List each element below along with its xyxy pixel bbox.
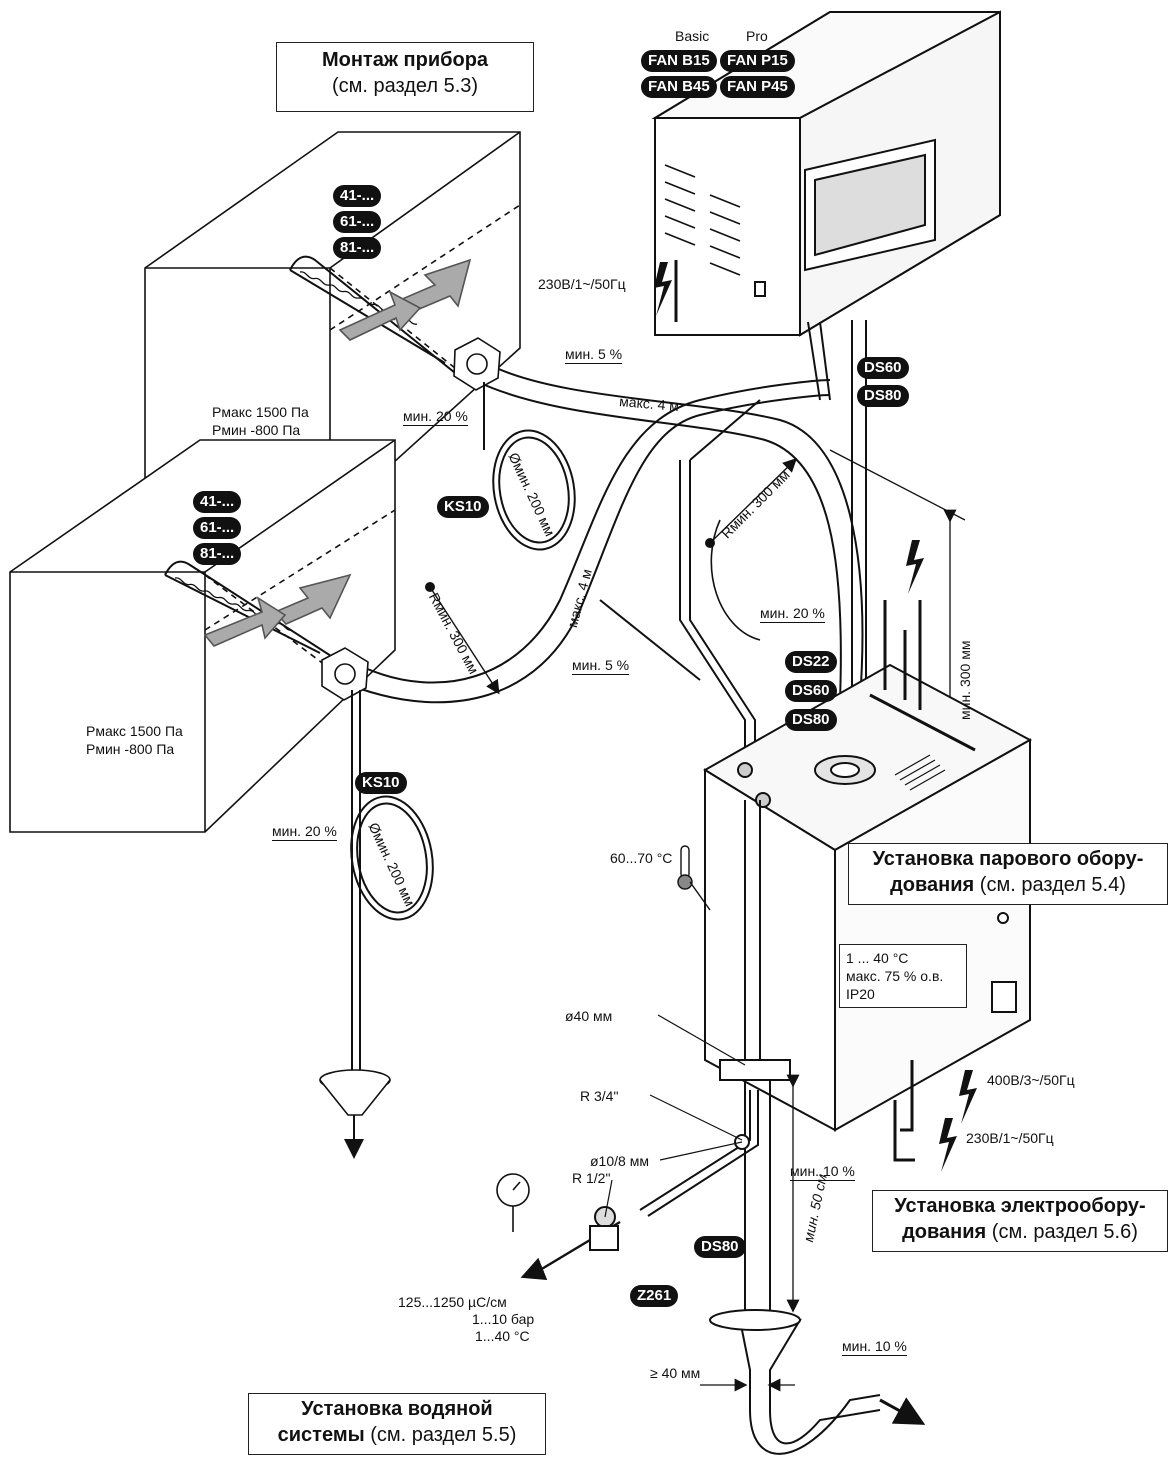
slope-lower-hose: мин. 5 % (572, 657, 630, 675)
pipe-label: ø10/8 мм (590, 1153, 649, 1169)
steam-callout: Установка парового обору- дования (см. р… (848, 843, 1168, 905)
thermometer-icon (677, 845, 711, 911)
duct-lower (9, 439, 396, 833)
drain-dimension (700, 1074, 800, 1392)
electrical-title-2: дования (902, 1221, 987, 1243)
slope-mid-plus: мин. 20 % (760, 605, 825, 623)
thread-34-label: R 3/4" (580, 1088, 619, 1104)
slope-upper-hose: мин. 5 % (565, 346, 623, 364)
mounting-title: Монтаж прибора (321, 49, 489, 71)
power-aux-label: 230В/1~/50Гц (966, 1130, 1054, 1146)
humidifier-power-cables (883, 540, 977, 1172)
nozzle-badge-41: 41-... (333, 185, 382, 207)
lightning-icon (906, 540, 924, 594)
fan-power-label: 230В/1~/50Гц (538, 276, 626, 292)
filter-valve-z261: Z261 (630, 1285, 679, 1307)
fan-power-cable (654, 260, 678, 322)
electrical-title-1: Установка электрообору- (894, 1195, 1146, 1217)
supply-pressure: 1...10 бар (472, 1311, 535, 1327)
water-title-2: системы (277, 1424, 365, 1446)
water-ref: (см. раздел 5.5) (364, 1424, 517, 1446)
steam-hose-ds80: DS80 (857, 385, 909, 407)
model-badge-fan-b15: FAN B15 (641, 50, 717, 72)
drain-hose-ds80: DS80 (694, 1236, 746, 1258)
drain-diameter-label: ø40 мм (565, 1008, 613, 1024)
steam-ref: (см. раздел 5.4) (974, 874, 1126, 896)
slope-siphon: мин. 10 % (842, 1338, 907, 1356)
supply-conductivity: 125...1250 µС/см (398, 1294, 507, 1310)
mounting-callout: Монтаж прибора (см. раздел 5.3) (276, 42, 534, 112)
slope-lower-condensate: мин. 20 % (272, 823, 337, 841)
hose-ds22: DS22 (785, 651, 837, 673)
water-title-1: Установка водяной (301, 1398, 493, 1420)
steam-title-2: дования (890, 874, 975, 896)
condensate-badge-lower: KS10 (355, 772, 407, 794)
supply-temperature: 1...40 °C (475, 1328, 530, 1344)
condensate-funnel-lower (319, 1069, 391, 1159)
lightning-icon (654, 262, 672, 316)
duct2-pmax: Pмакс 1500 Па (86, 723, 183, 739)
temperature-label: 60...70 °C (610, 850, 673, 866)
duct1-pmin: Pмин -800 Па (212, 422, 301, 438)
condensate-badge-upper: KS10 (437, 496, 489, 518)
electrical-callout: Установка электрообору- дования (см. раз… (872, 1190, 1168, 1252)
ambient-spec-box: 1 ... 40 °C макс. 75 % о.в. IP20 (839, 944, 967, 1008)
ambient-humidity: макс. 75 % о.в. (846, 968, 944, 984)
duct2-pmin: Pмин -800 Па (86, 741, 175, 757)
slope-drain: мин. 10 % (790, 1163, 855, 1181)
nozzle-badge-81-lower: 81-... (193, 543, 242, 565)
siphon-gap-label: ≥ 40 мм (650, 1365, 701, 1381)
fan-vent-slots (664, 164, 741, 276)
leader-lines (604, 1014, 746, 1218)
condensate-loop-upper (483, 382, 576, 551)
nozzle-badge-81: 81-... (333, 237, 382, 259)
steam-hose-ds60: DS60 (857, 357, 909, 379)
condensate-loop-lower (350, 690, 434, 1080)
radius-markers (425, 458, 798, 695)
duct-upper (144, 131, 521, 521)
ambient-temp: 1 ... 40 °C (846, 950, 909, 966)
model-badge-fan-p45: FAN P45 (720, 76, 795, 98)
pro-label: Pro (746, 28, 768, 44)
electrical-ref: (см. раздел 5.6) (986, 1221, 1138, 1243)
steam-hose-lower (357, 379, 831, 704)
nozzle-badge-61: 61-... (333, 211, 382, 233)
hose-flange-lower (321, 647, 369, 701)
condensate-pipe-mid (599, 399, 761, 760)
nozzle-badge-61-lower: 61-... (193, 517, 242, 539)
steam-title-1: Установка парового обору- (872, 848, 1144, 870)
duct1-pmax: Pмакс 1500 Па (212, 404, 309, 420)
thread-12-label: R 1/2" (572, 1170, 611, 1186)
hose-flange-upper (453, 337, 501, 391)
water-callout: Установка водяной системы (см. раздел 5.… (248, 1393, 546, 1455)
slope-upper-condensate: мин. 20 % (403, 408, 468, 426)
model-badge-fan-p15: FAN P15 (720, 50, 795, 72)
model-badge-fan-b45: FAN B45 (641, 76, 717, 98)
basic-label: Basic (675, 28, 710, 44)
pressure-gauge-icon (496, 1173, 530, 1232)
hose-ds60: DS60 (785, 680, 837, 702)
humidifier-top-vents (894, 754, 946, 791)
hose-ds80: DS80 (785, 709, 837, 731)
mounting-ref: (см. раздел 5.3) (331, 75, 479, 97)
lightning-icon (939, 1118, 957, 1172)
ambient-ip: IP20 (846, 986, 875, 1002)
power-main-label: 400В/3~/50Гц (987, 1072, 1075, 1088)
height-min-label: мин. 300 мм (957, 640, 973, 720)
nozzle-badge-41-lower: 41-... (193, 491, 242, 513)
lightning-icon (959, 1070, 977, 1124)
